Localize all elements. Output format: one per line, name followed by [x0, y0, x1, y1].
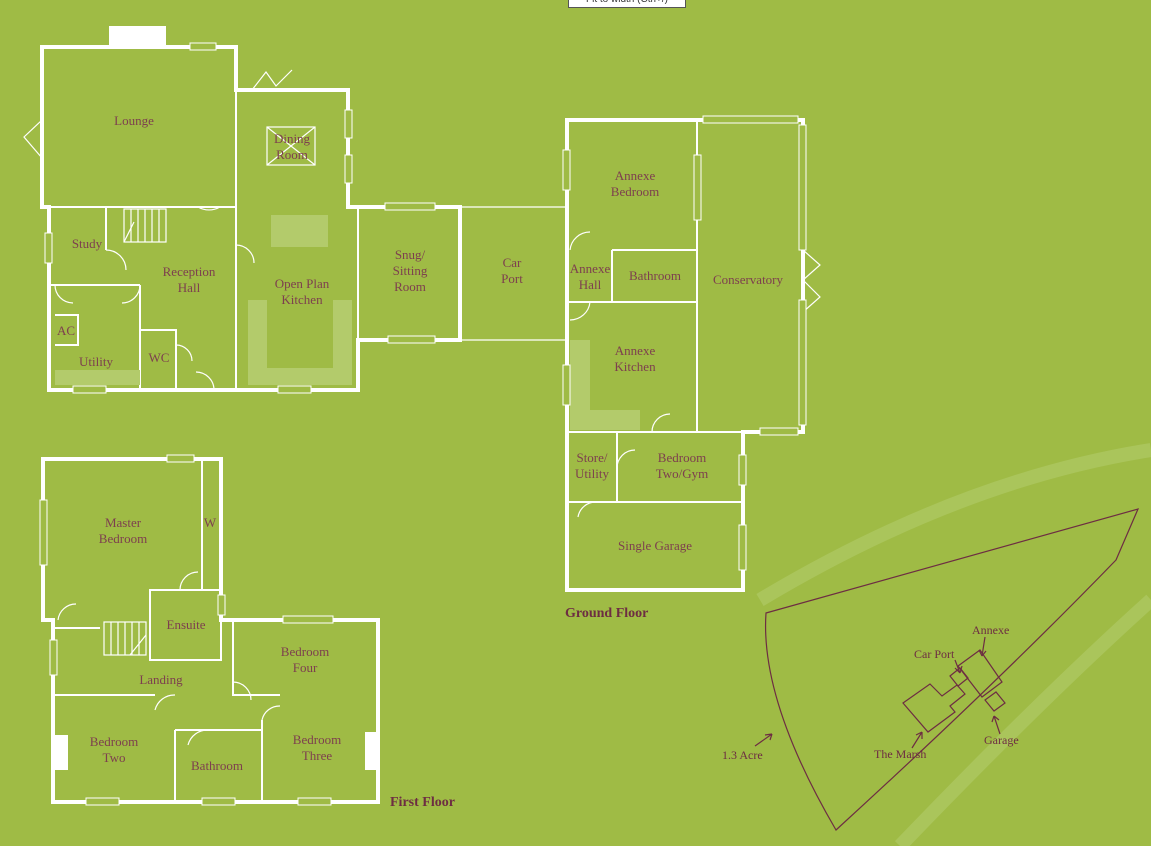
room-label-line: Single Garage — [618, 538, 692, 553]
road-band — [756, 443, 1151, 607]
room-label-line: Sitting — [393, 263, 428, 278]
site-building-the-marsh — [902, 683, 966, 733]
room-label-line: Two — [103, 750, 126, 765]
room-label-line: Bedroom — [99, 531, 147, 546]
room-label-line: Annexe — [570, 261, 611, 276]
room-label-line: W — [204, 515, 217, 530]
room-label-line: Dining — [274, 131, 311, 146]
room-label-line: Store/ — [576, 450, 607, 465]
site-boundary — [764, 508, 1140, 831]
site-label-acreage: 1.3 Acre — [722, 748, 763, 762]
first-floor-title: First Floor — [390, 795, 455, 810]
room-label-line: Two/Gym — [656, 466, 709, 481]
room-label-line: Bedroom — [281, 644, 329, 659]
room-label-line: Port — [501, 271, 523, 286]
room-label-line: Ensuite — [167, 617, 206, 632]
ground-floor-label-single-garage: Single Garage — [618, 538, 692, 553]
room-label-line: Annexe — [615, 343, 656, 358]
first-floor-label-ensuite: Ensuite — [167, 617, 206, 632]
room-label-line: Four — [293, 660, 318, 675]
ground-floor-label-bathroom: Bathroom — [629, 268, 681, 283]
room-label-line: Bedroom — [293, 732, 341, 747]
ground-floor-title: Ground Floor — [565, 606, 648, 621]
ground-floor-label-store-utility: Store/Utility — [575, 450, 609, 481]
first-floor-label-wardrobe: W — [204, 515, 217, 530]
room-label-line: Bathroom — [191, 758, 243, 773]
utility-worktop — [55, 370, 140, 385]
fit-to-width-button[interactable]: Fit to width (Ctrl+/) — [568, 0, 686, 8]
room-label-line: Hall — [579, 277, 602, 292]
site-plan — [754, 508, 1140, 831]
ground-floor-label-ac: AC — [57, 323, 75, 338]
ground-floor-annexe — [562, 115, 821, 592]
kitchen-units — [248, 300, 352, 385]
room-label-line: Bedroom — [90, 734, 138, 749]
room-label-line: Master — [105, 515, 142, 530]
ground-floor-label-wc: WC — [149, 350, 170, 365]
room-label-line: Three — [302, 748, 333, 763]
room-label-line: Utility — [79, 354, 113, 369]
car-port — [460, 206, 566, 341]
room-label-line: Study — [72, 236, 103, 251]
site-building-garage — [984, 691, 1006, 712]
room-label-line: Conservatory — [713, 272, 784, 287]
room-label-line: Car — [503, 255, 522, 270]
room-label-line: Landing — [139, 672, 183, 687]
room-label-line: Utility — [575, 466, 609, 481]
room-label-line: AC — [57, 323, 75, 338]
first-floor-label-landing: Landing — [139, 672, 183, 687]
room-label-line: Bedroom — [611, 184, 659, 199]
ground-floor-label-utility: Utility — [79, 354, 113, 369]
room-label-line: WC — [149, 350, 170, 365]
ground-floor-label-lounge: Lounge — [114, 113, 154, 128]
room-label-line: Reception — [163, 264, 216, 279]
site-label-the-marsh: The Marsh — [874, 747, 926, 761]
room-label-line: Hall — [178, 280, 201, 295]
room-label-line: Snug/ — [395, 247, 426, 262]
room-label-line: Kitchen — [614, 359, 656, 374]
room-label-line: Lounge — [114, 113, 154, 128]
site-label-annexe: Annexe — [972, 623, 1009, 637]
road-band — [894, 594, 1151, 846]
kitchen-island — [271, 215, 328, 247]
room-label-line: Bedroom — [658, 450, 706, 465]
site-label-car-port: Car Port — [914, 647, 955, 661]
room-label-line: Kitchen — [281, 292, 323, 307]
room-label-line: Annexe — [615, 168, 656, 183]
ground-floor-label-conservatory: Conservatory — [713, 272, 784, 287]
chimney — [109, 26, 166, 45]
annexe-kitchen-units — [570, 340, 640, 430]
room-label-line: Room — [276, 147, 308, 162]
room-label-line: Open Plan — [275, 276, 330, 291]
site-building-annexe — [957, 649, 1003, 698]
first-floor-label-bathroom: Bathroom — [191, 758, 243, 773]
room-label-line: Room — [394, 279, 426, 294]
ground-floor-main-house — [23, 26, 462, 394]
room-label-line: Bathroom — [629, 268, 681, 283]
first-floor-plan — [39, 454, 380, 806]
ground-floor-label-study: Study — [72, 236, 103, 251]
site-label-garage: Garage — [984, 733, 1019, 747]
